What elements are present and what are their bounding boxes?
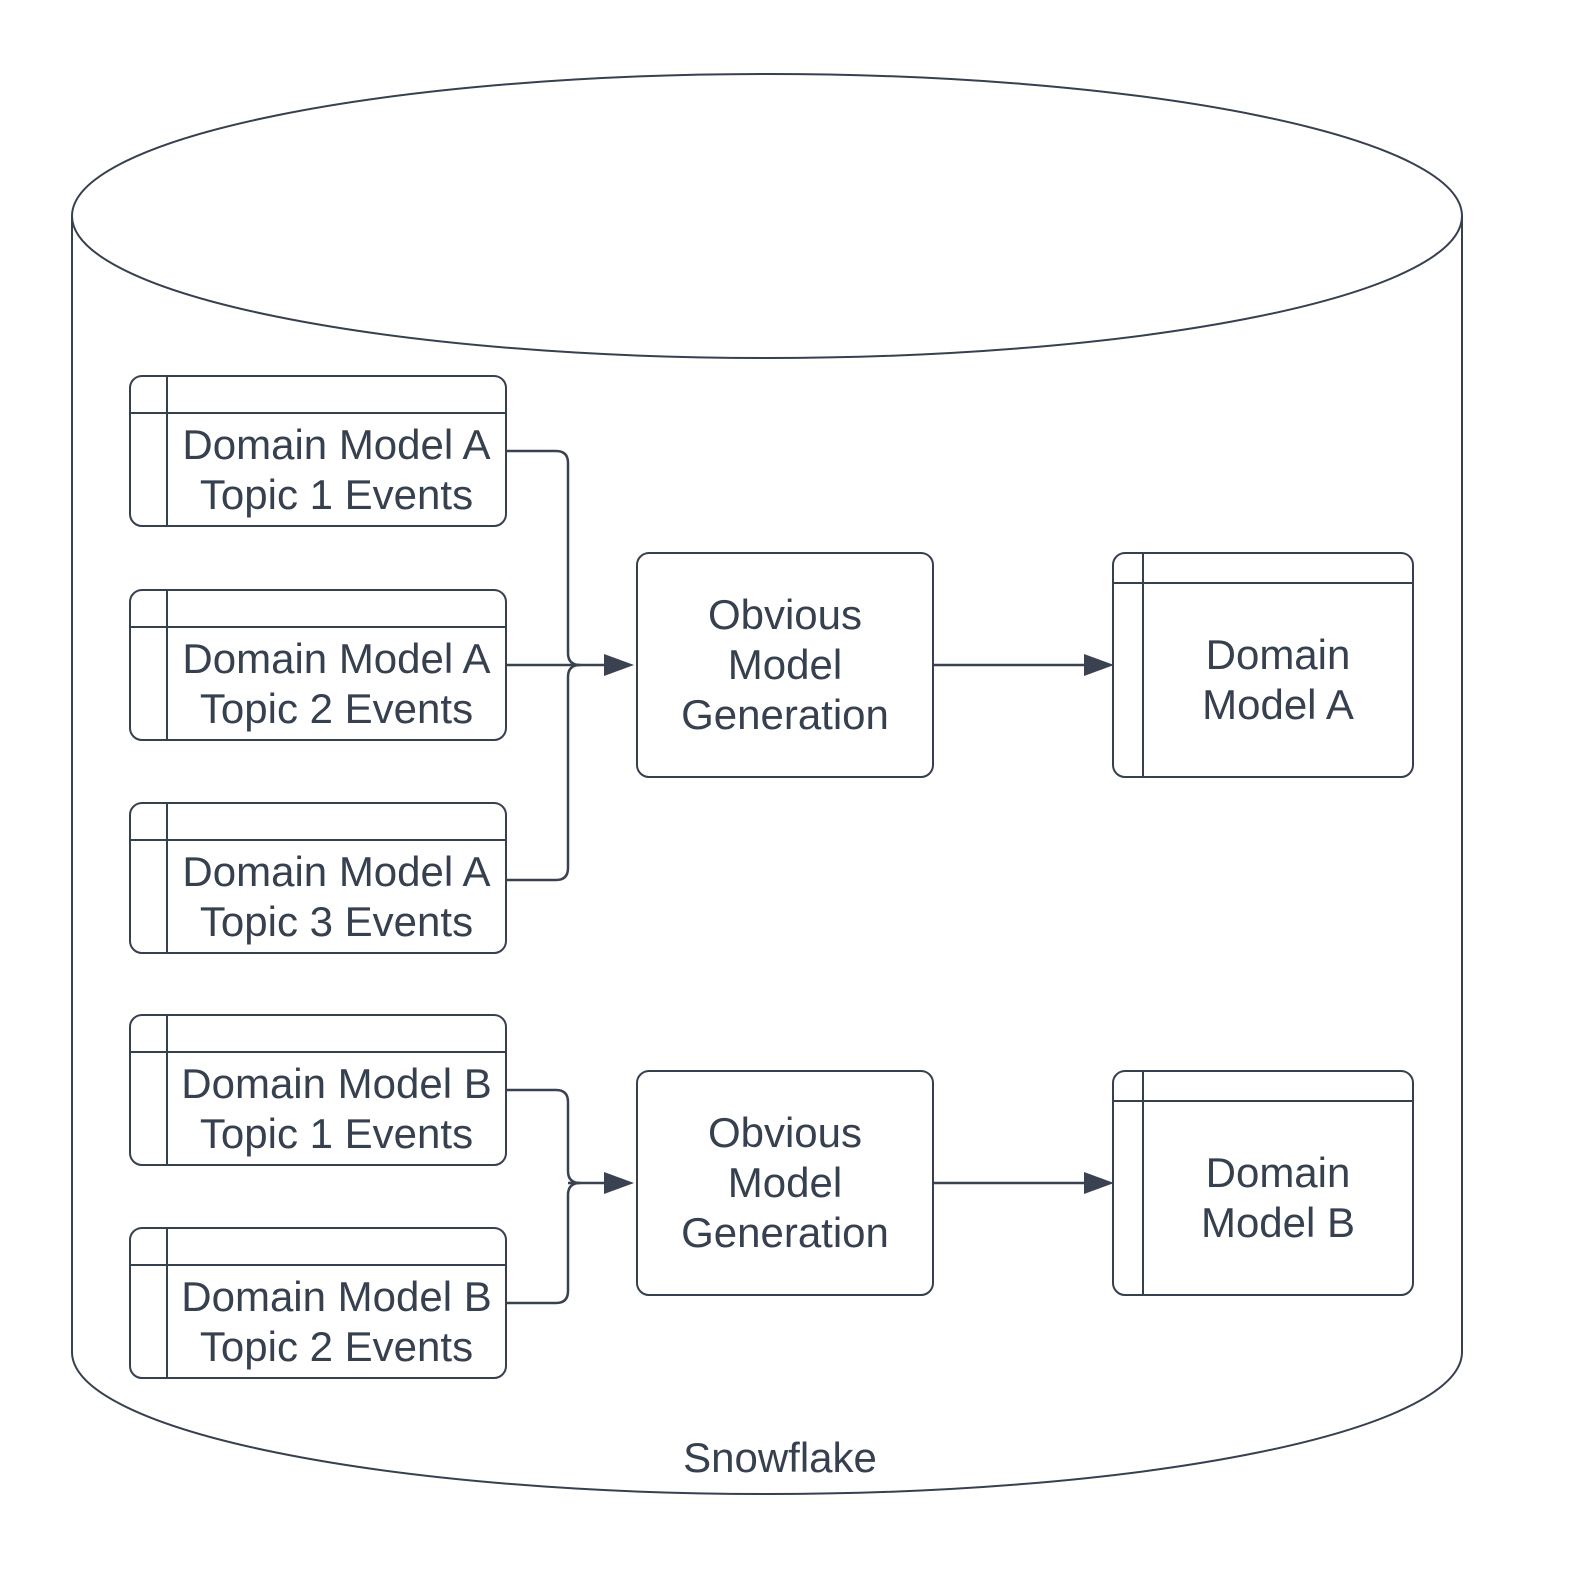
cylinder-top-ellipse (71, 73, 1463, 359)
output-table-b (1112, 1070, 1414, 1296)
source-table-a-topic1 (129, 375, 507, 527)
connector-b-topic2-merge (506, 1181, 581, 1305)
process-box-a (636, 552, 934, 778)
source-table-a-topic3 (129, 802, 507, 954)
process-box-b (636, 1070, 934, 1296)
connector-b-topic1-merge (506, 1088, 581, 1185)
source-table-b-topic1 (129, 1014, 507, 1166)
connector-a-topic3-merge (506, 663, 581, 882)
connector-a-topic1-merge (506, 449, 581, 667)
source-table-b-topic2 (129, 1227, 507, 1379)
source-table-a-topic2 (129, 589, 507, 741)
output-table-a (1112, 552, 1414, 778)
